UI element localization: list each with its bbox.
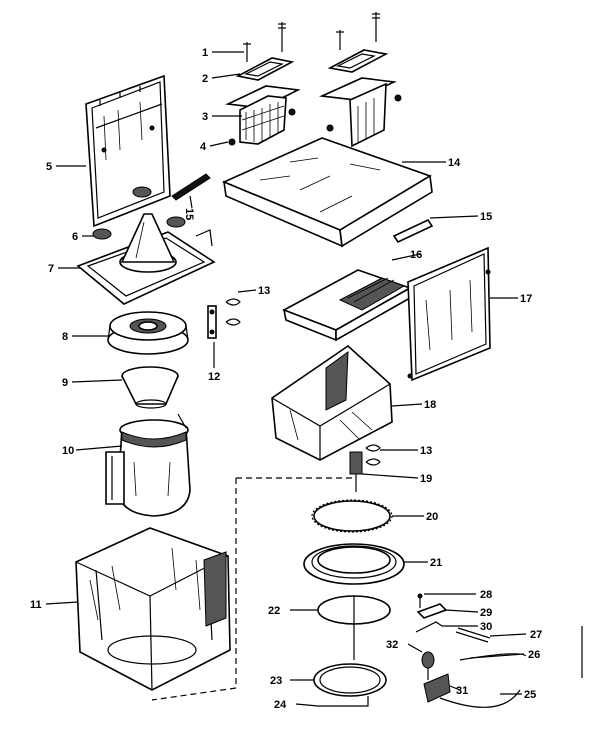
part-spray-head-right: [319, 77, 402, 148]
part-gasket-strip-left: [235, 57, 295, 81]
part-check-valve: [349, 451, 363, 492]
label-29: 29: [480, 607, 492, 619]
label-13-upper: 13: [258, 285, 270, 297]
part-screw-top-right: [336, 12, 380, 50]
label-26: 26: [528, 649, 540, 661]
part-main-housing: [75, 527, 231, 691]
part-cord-25-26: [439, 653, 527, 708]
part-spray-head-left: [225, 85, 301, 146]
label-25: 25: [524, 689, 536, 701]
label-1: 1: [202, 47, 208, 59]
label-15-left: 15: [183, 208, 195, 220]
label-18: 18: [424, 399, 436, 411]
part-bracket-24: [318, 696, 369, 707]
label-16: 16: [410, 249, 422, 261]
label-14: 14: [448, 157, 461, 169]
label-32: 32: [386, 639, 398, 651]
label-21: 21: [430, 557, 442, 569]
part-labels: 1 2 3 4 5 6 7 8 9 10 11 12 13 14 15 15 1…: [30, 47, 542, 711]
label-15-right: 15: [480, 211, 492, 223]
part-terminal-29: [416, 603, 448, 619]
label-4: 4: [200, 141, 207, 153]
label-30: 30: [480, 621, 492, 633]
part-clip-30: [415, 621, 443, 633]
part-water-reservoir: [271, 344, 393, 461]
label-11: 11: [30, 599, 42, 611]
label-8: 8: [62, 331, 68, 343]
part-side-panel: [407, 246, 491, 382]
part-gasket-ring-20: [311, 499, 393, 533]
part-heater-disc-23: [313, 663, 387, 697]
label-2: 2: [202, 73, 208, 85]
part-clip-pair-upper: [225, 298, 241, 326]
part-knob-right: [166, 216, 186, 228]
label-5: 5: [46, 161, 52, 173]
part-gasket-strip-right: [327, 49, 389, 73]
label-31: 31: [456, 685, 468, 697]
label-9: 9: [62, 377, 68, 389]
label-20: 20: [426, 511, 438, 523]
label-22: 22: [268, 605, 280, 617]
part-brew-basket: [121, 366, 179, 409]
label-6: 6: [72, 231, 78, 243]
part-filter-drawer: [282, 269, 412, 342]
label-12: 12: [208, 371, 220, 383]
part-wire-27: [455, 627, 491, 643]
part-tube-left: [171, 173, 211, 201]
label-28: 28: [480, 589, 492, 601]
label-23: 23: [270, 675, 282, 687]
part-tube-right: [392, 218, 434, 244]
label-17: 17: [520, 293, 532, 305]
dashed-assembly-guide: [151, 477, 356, 701]
label-7: 7: [48, 263, 54, 275]
part-drip-tray-top: [221, 137, 433, 248]
part-switch-31: [423, 673, 451, 703]
label-27: 27: [530, 629, 542, 641]
part-standoff: [207, 305, 217, 339]
part-insulator-22: [317, 595, 391, 660]
label-13-lower: 13: [420, 445, 432, 457]
part-filter-ring: [107, 311, 189, 355]
part-back-panel: [85, 74, 171, 228]
part-clip-pair-lower: [365, 444, 381, 466]
label-19: 19: [420, 473, 432, 485]
part-screw-top-left: [243, 22, 286, 62]
part-knob-top: [132, 186, 152, 198]
part-screw-28: [417, 593, 423, 608]
part-carafe: [105, 413, 191, 517]
label-3: 3: [202, 111, 208, 123]
leader-lines: [45, 51, 527, 707]
label-24: 24: [274, 699, 287, 711]
part-base-plate-with-cone: [76, 213, 216, 305]
part-thermostat-32: [421, 651, 435, 680]
label-10: 10: [62, 445, 74, 457]
part-warming-plate-21: [303, 543, 405, 585]
part-knob-left: [92, 228, 112, 240]
